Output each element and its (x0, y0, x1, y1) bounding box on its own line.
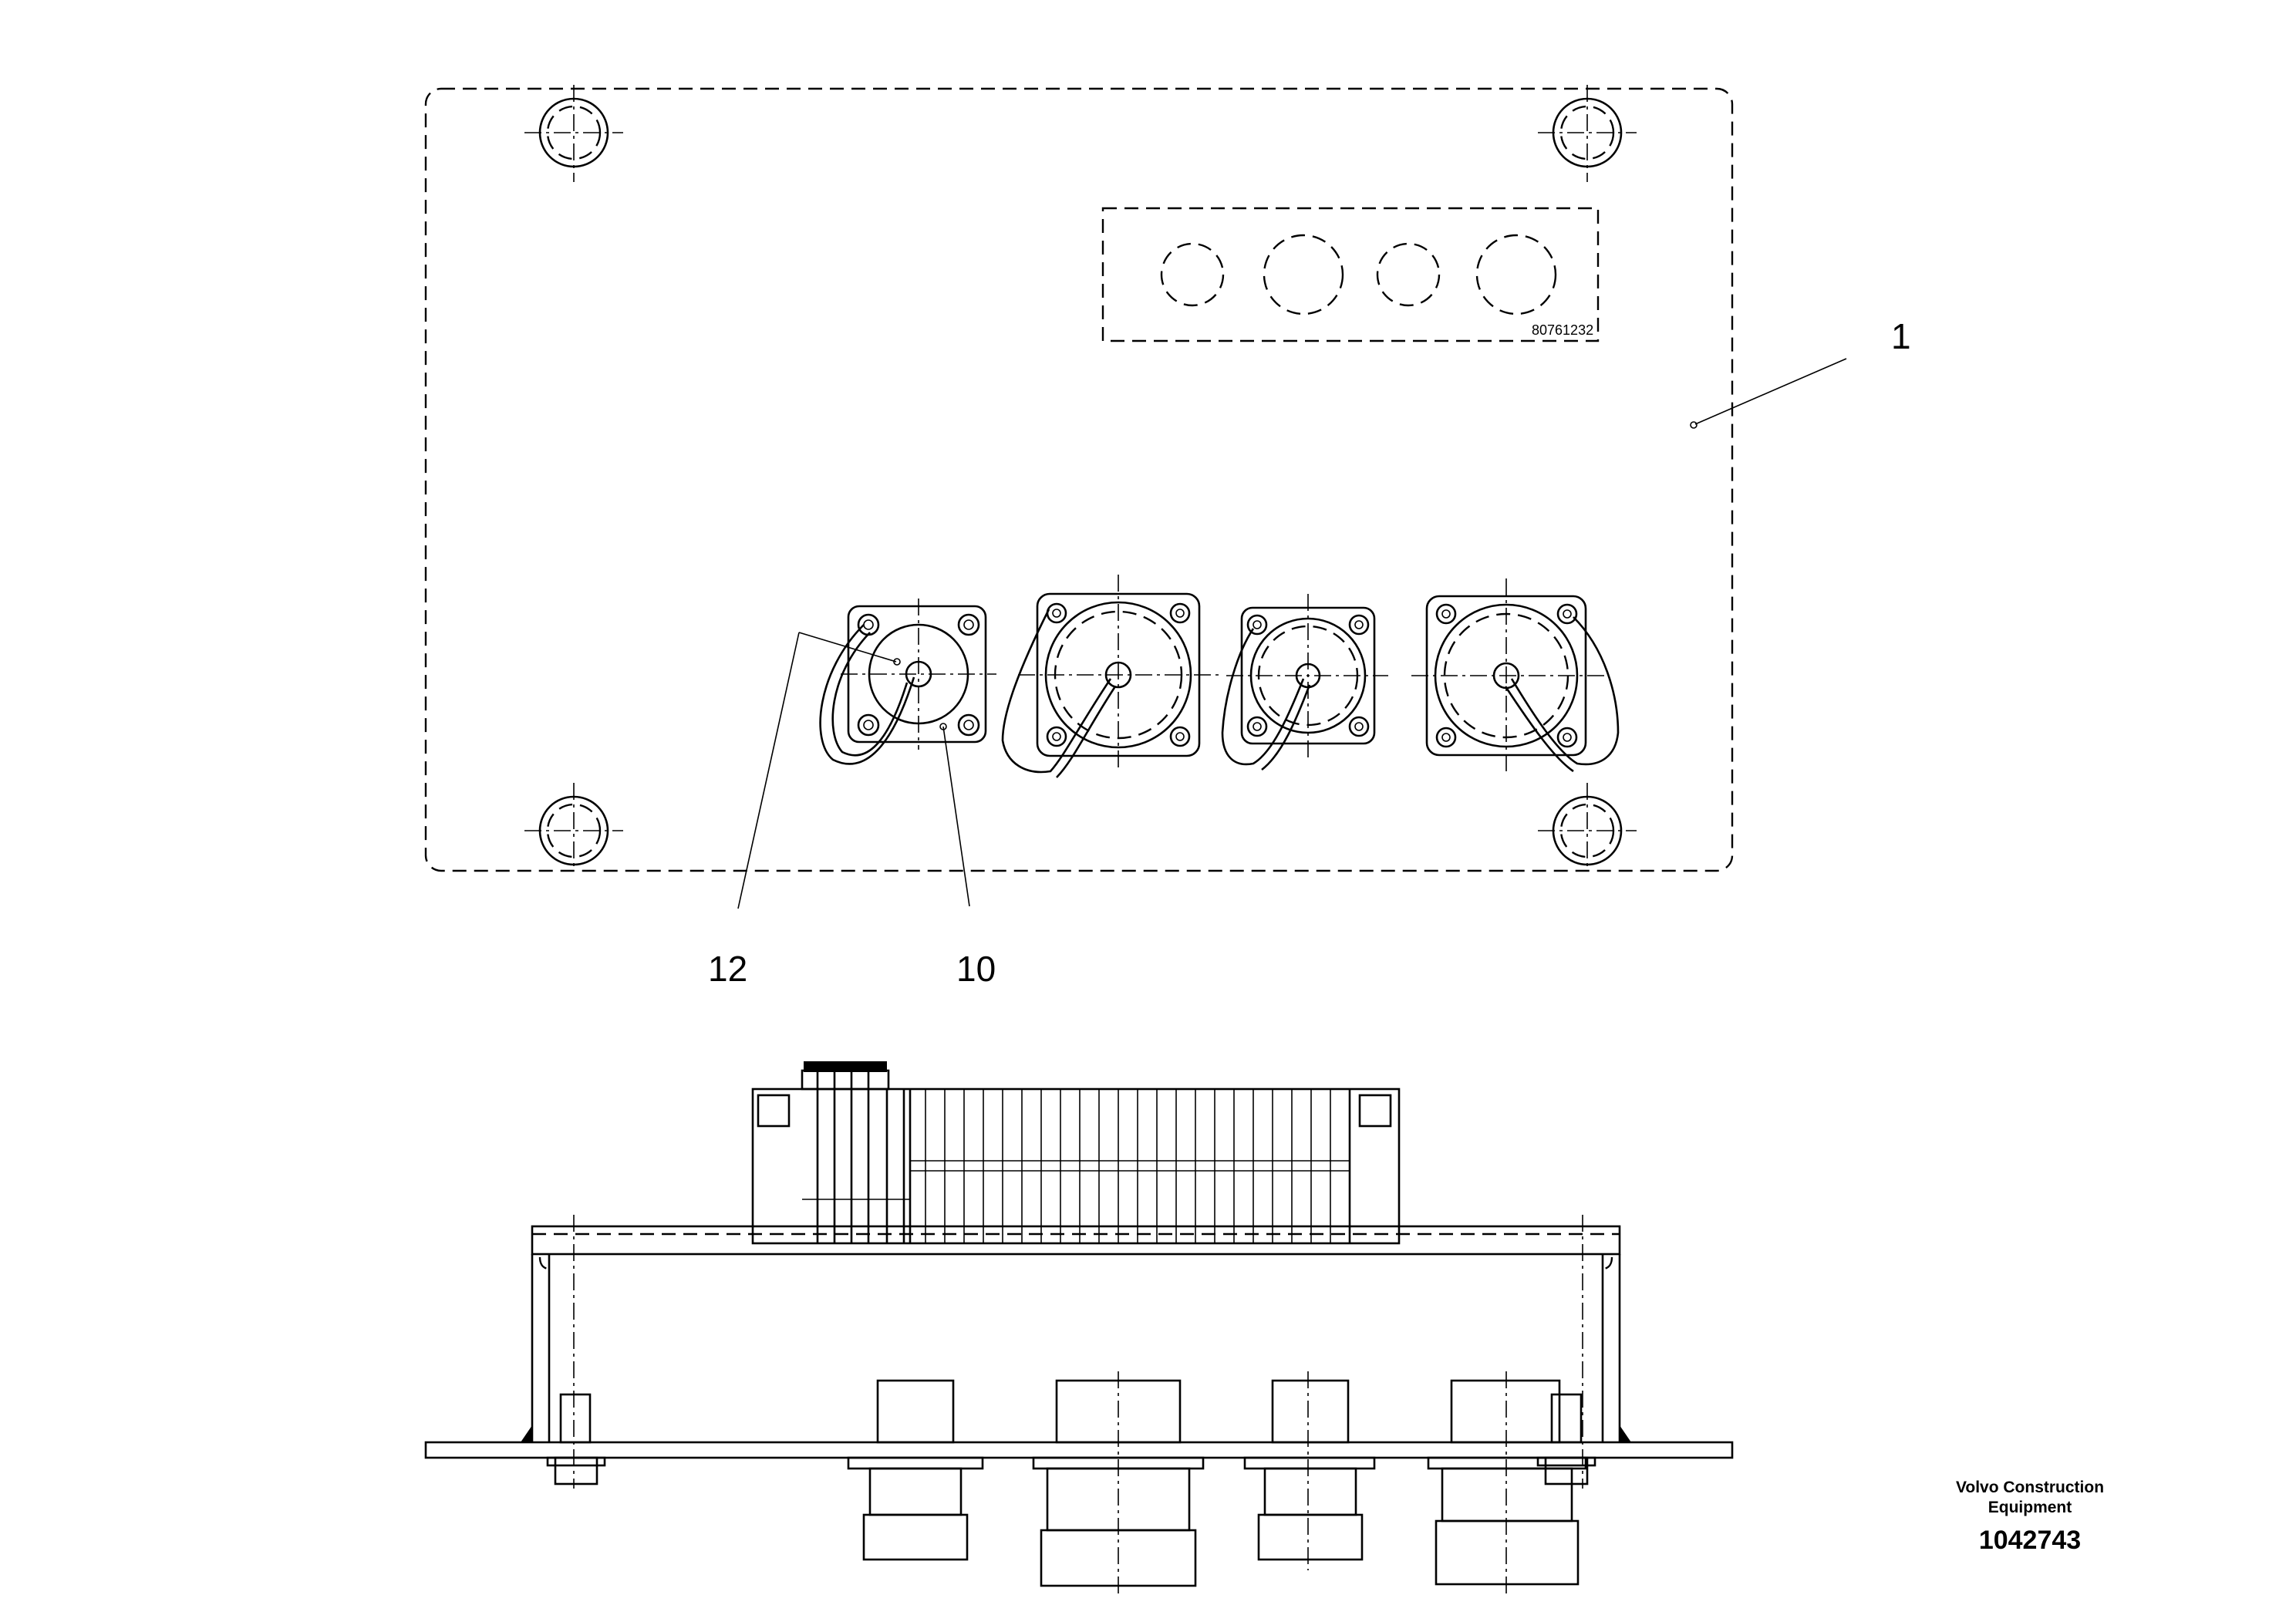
connector-4-side (1427, 1371, 1587, 1593)
label-plate: 80761232 (1101, 207, 1600, 342)
corner-bolt-top-right (1538, 85, 1637, 182)
company-name-line1: Volvo Construction (1956, 1479, 2104, 1496)
top-view: 80761232 (424, 85, 1911, 989)
company-name-line2: Equipment (1988, 1499, 2072, 1516)
connector-1 (819, 599, 996, 765)
side-bolt-left (546, 1393, 606, 1485)
din-rail-bracket (521, 1215, 1631, 1489)
drawing-number: 1042743 (1979, 1526, 2081, 1555)
connector-3-side (1243, 1371, 1376, 1570)
terminal-strip (751, 1061, 1401, 1245)
callout-10-label: 10 (956, 949, 996, 989)
connector-3 (1221, 594, 1388, 771)
side-view (424, 1061, 1734, 1597)
connector-4 (1411, 578, 1620, 773)
connector-2 (1001, 575, 1219, 778)
corner-bolt-top-left (524, 85, 623, 182)
connector-2-side (1032, 1371, 1205, 1597)
label-plate-part-number: 80761232 (1532, 322, 1593, 338)
connector-1-side (847, 1379, 984, 1561)
corner-bolt-bottom-right (1538, 783, 1637, 871)
mounting-plate (424, 87, 1734, 872)
callout-1-label: 1 (1891, 316, 1911, 356)
corner-bolt-bottom-left (524, 783, 623, 871)
base-plate-side (424, 1441, 1734, 1459)
callout-12-label: 12 (708, 949, 747, 989)
title-block: Volvo Construction Equipment 1042743 (1956, 1479, 2104, 1555)
leader-lines-top (737, 358, 1847, 909)
side-bolt-right (1536, 1393, 1596, 1485)
